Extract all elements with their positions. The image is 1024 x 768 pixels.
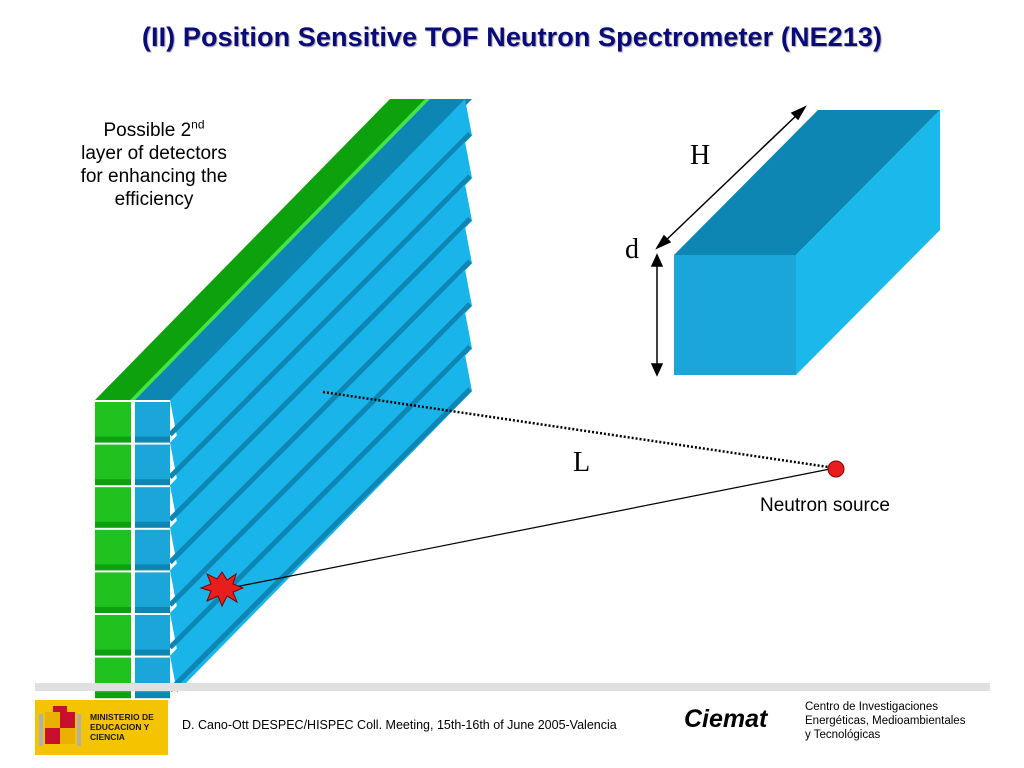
- detector-bar-edge: [135, 564, 170, 571]
- green-bar-edge: [95, 521, 131, 528]
- detector-bar-edge: [135, 649, 170, 656]
- centre-line-2: Energéticas, Medioambientales: [805, 715, 966, 727]
- detector-bar-side: [170, 269, 472, 607]
- hit-burst-icon: [199, 571, 245, 608]
- green-bar-end: [95, 444, 131, 482]
- ministry-logo: MINISTERIO DE EDUCACION Y CIENCIA: [35, 700, 168, 755]
- ministry-text: MINISTERIO DE EDUCACION Y CIENCIA: [90, 712, 154, 742]
- green-bar-end: [95, 615, 131, 652]
- ciemat-logo: Ciemat: [684, 705, 768, 733]
- green-bar-edge: [95, 436, 131, 443]
- detector-bar-groove: [168, 131, 472, 437]
- detector-bar-side: [170, 141, 472, 480]
- detector-wall: [135, 99, 472, 699]
- detector-bar-end: [135, 529, 170, 567]
- detector-bar-side: [170, 226, 472, 565]
- detector-bar-groove: [168, 302, 472, 607]
- green-bar-edge: [95, 479, 131, 486]
- detector-bar-end: [135, 444, 170, 482]
- h-dimension-arrow: [655, 105, 807, 250]
- green-bar-end: [95, 487, 131, 524]
- detector-bar-groove: [168, 217, 472, 522]
- coat-of-arms-icon: [39, 706, 81, 750]
- detector-bar-side: [170, 312, 472, 650]
- green-bar-edge: [95, 649, 131, 656]
- detector-bar-groove: [168, 387, 472, 692]
- green-bar-edge: [95, 692, 131, 699]
- footer-credit: D. Cano-Ott DESPEC/HISPEC Coll. Meeting,…: [182, 718, 617, 732]
- detector-bar-end: [135, 615, 170, 652]
- centre-line-3: y Tecnológicas: [805, 729, 881, 741]
- green-bar-end: [95, 572, 131, 609]
- neutron-source-label: Neutron source: [760, 495, 890, 516]
- second-layer-note: Possible 2nd layer of detectors for enha…: [70, 119, 238, 211]
- d-dimension-arrow: [650, 253, 664, 377]
- detector-bar-side: [170, 184, 472, 522]
- green-bar-edge: [95, 564, 131, 571]
- label-h: H: [690, 140, 711, 171]
- label-d: d: [625, 234, 639, 265]
- detector-bar-end: [135, 402, 170, 439]
- green-bar-end: [95, 529, 131, 567]
- centre-name: Centro de Investigaciones Energéticas, M…: [805, 700, 965, 742]
- note-rest: layer of detectors for enhancing the eff…: [80, 143, 228, 210]
- detector-bar-end: [135, 487, 170, 524]
- footer-divider: [35, 683, 990, 691]
- neutron-track-line: [229, 467, 836, 589]
- centre-line-1: Centro de Investigaciones: [805, 701, 938, 713]
- single-detector-bar: [674, 110, 940, 375]
- green-bar-end: [95, 402, 131, 439]
- note-superscript: nd: [191, 117, 205, 132]
- detector-bar-edge: [135, 607, 170, 613]
- detector-bar-groove: [168, 259, 472, 565]
- green-bar-edge: [95, 607, 131, 613]
- detector-bar-side: [170, 354, 472, 693]
- label-l: L: [573, 447, 591, 478]
- detector-bar-edge: [135, 692, 170, 699]
- page-title: (II) Position Sensitive TOF Neutron Spec…: [141, 22, 883, 52]
- detector-bar-end: [135, 572, 170, 609]
- neutron-source-dot: [827, 460, 845, 478]
- detector-bar-side: [170, 99, 472, 437]
- detector-bar-groove: [168, 174, 472, 479]
- detector-bar-edge: [135, 521, 170, 528]
- note-prefix: Possible 2: [103, 120, 192, 141]
- detector-bar-edge: [135, 479, 170, 486]
- detector-bar-edge: [135, 436, 170, 443]
